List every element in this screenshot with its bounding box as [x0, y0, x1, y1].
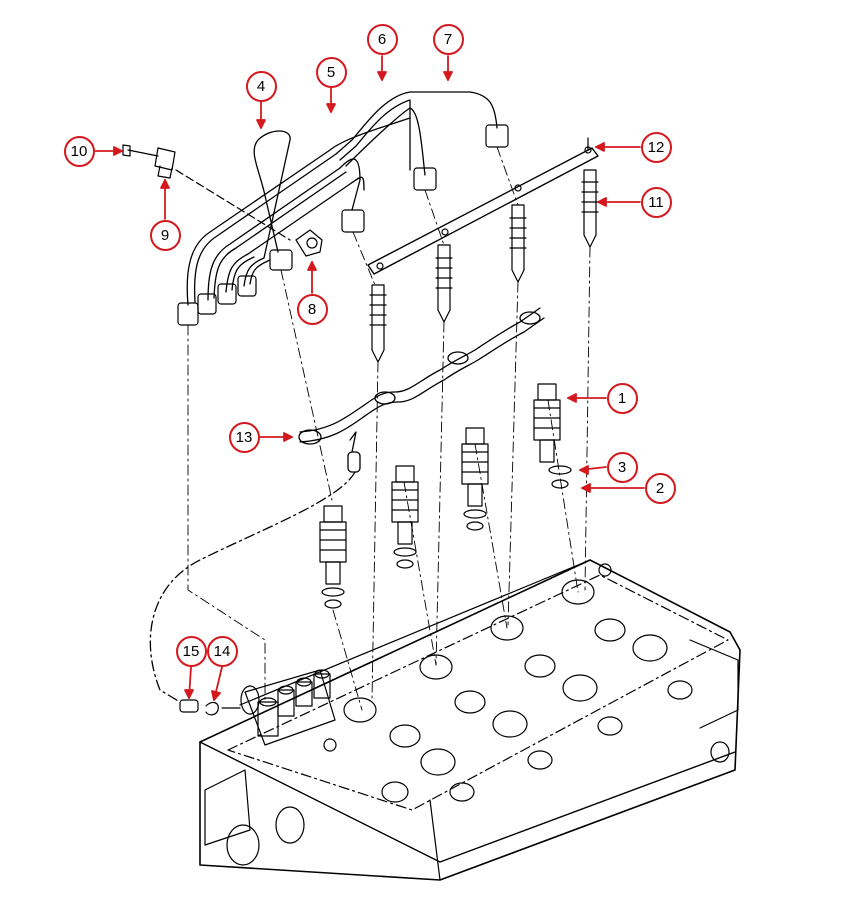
injection-pump — [240, 669, 336, 746]
callout-12: 12 — [640, 131, 672, 163]
callout-2: 2 — [644, 472, 676, 504]
callout-label: 5 — [326, 63, 336, 81]
callout-label: 1 — [617, 389, 627, 407]
pipe-nuts — [177, 124, 509, 326]
callout-label: 14 — [213, 642, 231, 660]
callout-4: 4 — [245, 70, 277, 102]
glow-plugs — [369, 169, 599, 363]
leak-off-pipe — [149, 307, 545, 703]
callout-label: 6 — [377, 30, 387, 48]
callout-label: 11 — [648, 193, 664, 211]
callout-label: 4 — [256, 77, 266, 95]
callout-label: 3 — [617, 458, 627, 476]
leader-arrows — [94, 55, 645, 701]
callout-8: 8 — [296, 293, 328, 325]
callout-11: 11 — [640, 186, 672, 218]
glow-plug-bus-bar — [367, 137, 599, 275]
callout-14: 14 — [206, 635, 238, 667]
callout-9: 9 — [149, 219, 181, 251]
callout-15: 15 — [175, 635, 207, 667]
callout-label: 15 — [182, 642, 200, 660]
hose-and-clip — [179, 699, 241, 716]
assembly-centerlines — [187, 146, 591, 711]
callout-7: 7 — [432, 23, 464, 55]
cylinder-head — [199, 559, 741, 881]
callout-5: 5 — [315, 56, 347, 88]
callout-label: 10 — [70, 142, 88, 160]
injection-pipes — [186, 91, 498, 306]
callout-3: 3 — [606, 451, 638, 483]
pipe-clamp-9-and-bolt — [122, 144, 291, 241]
callout-1: 1 — [606, 382, 638, 414]
callout-label: 2 — [655, 479, 665, 497]
callout-label: 13 — [235, 428, 253, 446]
callout-label: 8 — [307, 300, 317, 318]
callout-6: 6 — [366, 23, 398, 55]
pipe-clamp-8 — [295, 229, 323, 257]
callout-label: 12 — [647, 138, 665, 156]
callout-label: 9 — [160, 226, 170, 244]
callout-13: 13 — [228, 421, 260, 453]
fuel-injectors — [319, 383, 572, 609]
callout-10: 10 — [63, 135, 95, 167]
callout-label: 7 — [443, 30, 453, 48]
